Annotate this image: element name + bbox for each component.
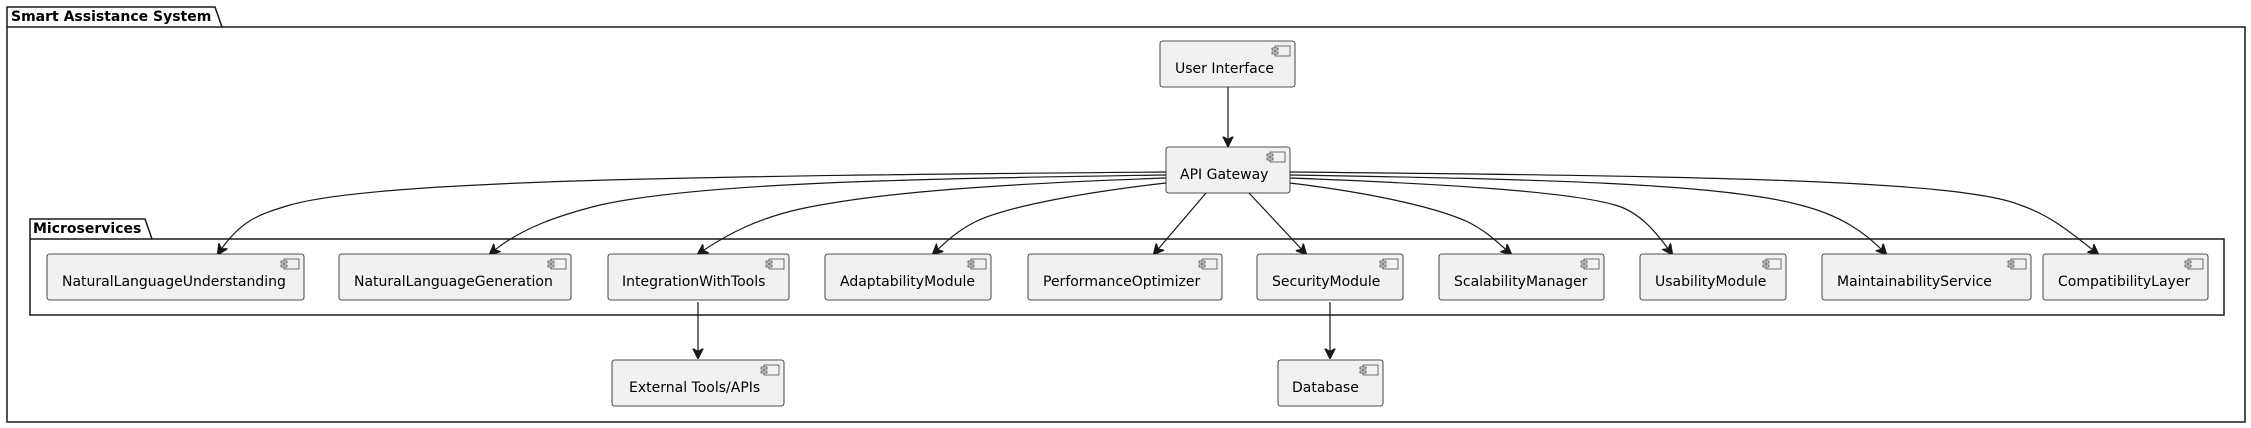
component-label: UsabilityModule: [1655, 274, 1766, 290]
component-icon: [280, 258, 300, 270]
component-performance-optimizer[interactable]: PerformanceOptimizer: [1027, 253, 1223, 301]
component-api-gateway[interactable]: API Gateway: [1165, 146, 1291, 194]
component-label: PerformanceOptimizer: [1043, 274, 1200, 290]
component-icon: [1359, 364, 1379, 376]
package-title-outer: Smart Assistance System: [11, 9, 211, 25]
package-title-inner: Microservices: [33, 221, 141, 237]
component-label: MaintainabilityService: [1837, 274, 1992, 290]
edge-gateway-nlu: [218, 171, 1167, 254]
edge-gateway-scalability: [1289, 182, 1511, 254]
edge-gateway-nlg: [490, 174, 1167, 254]
component-database[interactable]: Database: [1277, 359, 1384, 407]
component-icon: [1580, 258, 1600, 270]
component-label: External Tools/APIs: [629, 380, 760, 396]
component-icon: [547, 258, 567, 270]
component-icon: [2184, 258, 2204, 270]
component-compatibility-layer[interactable]: CompatibilityLayer: [2042, 253, 2209, 301]
edge-gateway-adaptability: [933, 182, 1167, 254]
component-label: ScalabilityManager: [1454, 274, 1588, 290]
component-label: AdaptabilityModule: [840, 274, 975, 290]
package-smart-assistance-system: Smart Assistance System: [6, 6, 2246, 423]
component-security-module[interactable]: SecurityModule: [1256, 253, 1404, 301]
component-natural-language-understanding[interactable]: NaturalLanguageUnderstanding: [46, 253, 305, 301]
component-user-interface[interactable]: User Interface: [1159, 40, 1296, 88]
component-label: IntegrationWithTools: [622, 274, 765, 290]
package-microservices: Microservices: [29, 218, 2225, 316]
component-usability-module[interactable]: UsabilityModule: [1639, 253, 1787, 301]
component-label: CompatibilityLayer: [2058, 274, 2190, 290]
edge-gateway-usability: [1289, 177, 1672, 254]
component-icon: [765, 258, 785, 270]
edges: [218, 87, 2098, 358]
component-icon: [1379, 258, 1399, 270]
component-label: API Gateway: [1180, 167, 1268, 183]
component-label: NaturalLanguageUnderstanding: [62, 274, 286, 290]
component-icon: [1198, 258, 1218, 270]
component-scalability-manager[interactable]: ScalabilityManager: [1438, 253, 1605, 301]
component-icon: [760, 364, 780, 376]
component-external-tools-apis[interactable]: External Tools/APIs: [611, 359, 785, 407]
edge-gateway-integration: [698, 177, 1167, 254]
component-label: Database: [1292, 380, 1359, 396]
component-label: User Interface: [1175, 61, 1274, 77]
component-icon: [1762, 258, 1782, 270]
component-label: NaturalLanguageGeneration: [354, 274, 553, 290]
component-natural-language-generation[interactable]: NaturalLanguageGeneration: [338, 253, 572, 301]
component-maintainability-service[interactable]: MaintainabilityService: [1821, 253, 2032, 301]
edge-gateway-security: [1248, 192, 1306, 254]
component-adaptability-module[interactable]: AdaptabilityModule: [824, 253, 992, 301]
component-icon: [1271, 45, 1291, 57]
edge-gateway-maintainability: [1289, 174, 1886, 254]
edge-gateway-performance: [1154, 192, 1207, 254]
component-icon: [1266, 151, 1286, 163]
edge-gateway-compatibility: [1289, 171, 2098, 254]
component-icon: [967, 258, 987, 270]
component-integration-with-tools[interactable]: IntegrationWithTools: [607, 253, 790, 301]
component-label: SecurityModule: [1272, 274, 1380, 290]
component-icon: [2007, 258, 2027, 270]
